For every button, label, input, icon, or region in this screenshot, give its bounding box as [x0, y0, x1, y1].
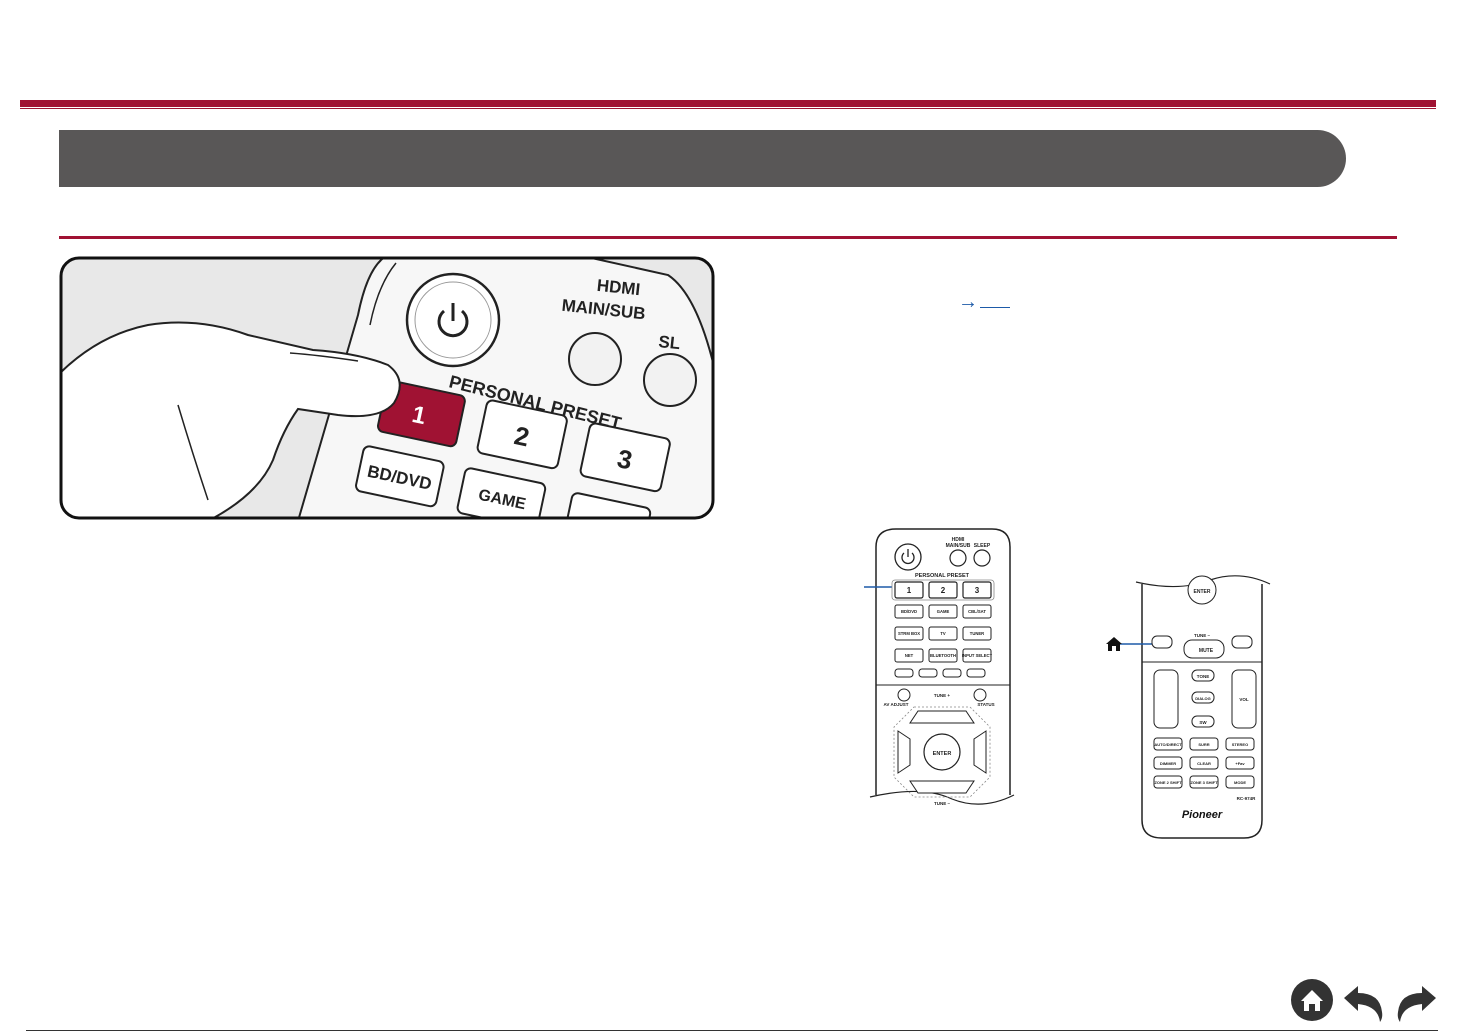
r1-tuner: TUNER [970, 631, 984, 636]
home-icon [1291, 979, 1333, 1021]
r2-tune-minus: TUNE – [1194, 633, 1211, 638]
r1-game: GAME [937, 609, 950, 614]
r1-input-select: INPUT SELECT [962, 653, 993, 658]
r2-dimmer: DIMMER [1160, 761, 1176, 766]
r1-tv: TV [940, 631, 946, 636]
remote-lower-illustration: ENTER TUNE – MUTE VOL TONE DIALOG SW AUT… [1100, 574, 1280, 842]
preset-illustration: HDMI MAIN/SUB SL PERSONAL PRESET 1 2 3 B… [58, 255, 716, 521]
r1-bd-dvd: BD/DVD [901, 609, 917, 614]
r1-status: STATUS [977, 702, 994, 707]
hdmi-label-line1: HDMI [596, 276, 641, 299]
preset-button-2-label: 2 [512, 420, 532, 452]
r2-tone: TONE [1197, 674, 1209, 679]
r1-bluetooth: BLUETOOTH [930, 653, 956, 658]
link-underline [980, 307, 1010, 308]
r1-net: NET [905, 653, 914, 658]
back-icon [1344, 986, 1383, 1022]
r2-zone2-shift: ZONE 2 SHIFT [1154, 780, 1182, 785]
r2-clear: CLEAR [1197, 761, 1211, 766]
r2-enter: ENTER [1194, 589, 1211, 595]
title-band [59, 130, 1346, 187]
r1-av-adjust: AV ADJUST [883, 702, 908, 707]
link-arrow: → [958, 291, 978, 313]
r2-sw: SW [1199, 720, 1207, 725]
r1-preset-2: 2 [941, 586, 946, 595]
r1-preset-label: PERSONAL PRESET [915, 573, 970, 579]
r2-vol: VOL [1239, 697, 1249, 702]
r2-mode: MODE [1234, 780, 1246, 785]
forward-icon [1397, 986, 1436, 1022]
power-icon [437, 303, 469, 338]
r1-hdmi-line1: HDMI [952, 537, 965, 543]
forward-button[interactable] [1392, 984, 1438, 1024]
r2-mute: MUTE [1199, 648, 1214, 654]
r2-fav: +Fav [1235, 761, 1245, 766]
preset-button-3-label: 3 [615, 443, 635, 475]
power-icon [901, 552, 915, 565]
r1-preset-3: 3 [975, 586, 980, 595]
page-link[interactable]: → [958, 288, 1018, 316]
r1-sleep-label: SLEEP [974, 543, 991, 549]
r1-preset-1: 1 [907, 586, 912, 595]
r2-dialog: DIALOG [1195, 696, 1211, 701]
preset-button-1-label: 1 [410, 401, 429, 430]
home-icon-callout [1106, 637, 1122, 651]
r2-surr: SURR [1198, 742, 1209, 747]
r1-tune-minus: TUNE – [934, 801, 951, 806]
r1-hdmi-line2: MAIN/SUB [946, 543, 971, 549]
sleep-label-partial: SL [658, 332, 682, 353]
r1-cbl-sat: CBL/SAT [968, 609, 986, 614]
brand-logo: Pioneer [1182, 809, 1223, 821]
r1-strm-box: STRM BOX [898, 631, 920, 636]
r2-stereo: STEREO [1232, 742, 1248, 747]
r2-auto-direct: AUTO/DIRECT [1154, 742, 1182, 747]
r1-tune-plus: TUNE + [934, 693, 951, 698]
top-rule-thin [20, 108, 1436, 109]
page-title [59, 146, 79, 171]
remote-upper-illustration: HDMI MAIN/SUB SLEEP PERSONAL PRESET 1 2 … [862, 525, 1022, 810]
section-rule [59, 236, 1397, 239]
top-rule [20, 100, 1436, 107]
home-button[interactable] [1290, 978, 1334, 1022]
r2-zone3-shift: ZONE 3 SHIFT [1190, 780, 1218, 785]
bottom-rule [26, 1030, 1438, 1031]
back-button[interactable] [1342, 984, 1388, 1024]
r2-model: RC-974R [1237, 796, 1257, 801]
r1-enter: ENTER [933, 751, 952, 757]
